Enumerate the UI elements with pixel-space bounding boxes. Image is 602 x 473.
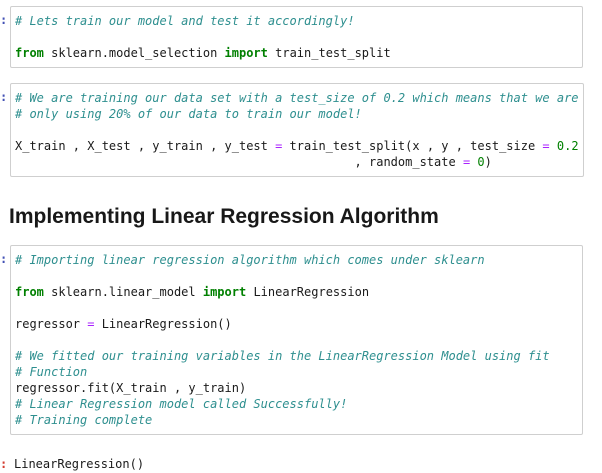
code-token: # We fitted our training variables in th… <box>15 349 550 363</box>
code-token: sklearn.linear_model <box>43 285 203 299</box>
code-token: import <box>202 285 247 299</box>
code-token: regressor.fit(X_train , y_train) <box>15 381 247 395</box>
code-token: 0.2 <box>556 139 579 153</box>
cell-output-text: LinearRegression() <box>14 457 145 471</box>
code-token: 0 <box>477 155 485 169</box>
code-cell-row: : # We are training our data set with a … <box>0 83 584 177</box>
code-token: ) <box>484 155 492 169</box>
code-token: # Linear Regression model called Success… <box>15 397 348 411</box>
code-editor[interactable]: # Importing linear regression algorithm … <box>15 252 578 428</box>
code-token: import <box>224 46 268 60</box>
code-cell-input[interactable]: # Importing linear regression algorithm … <box>10 245 583 435</box>
cell-output-row: : LinearRegression() <box>0 450 583 472</box>
markdown-heading: Implementing Linear Regression Algorithm <box>9 205 439 228</box>
code-token: train_test_split <box>267 46 391 60</box>
code-token: regressor <box>15 317 88 331</box>
code-token: train_test_split(x , y , test_size <box>282 139 543 153</box>
code-token: # Training complete <box>15 413 153 427</box>
output-prompt: : <box>0 457 8 471</box>
code-cell-input[interactable]: # We are training our data set with a te… <box>10 83 584 177</box>
code-token: # Importing linear regression algorithm … <box>15 253 485 267</box>
code-token: LinearRegression <box>246 285 370 299</box>
code-cell-row: : # Importing linear regression algorith… <box>0 245 583 435</box>
code-token: sklearn.model_selection <box>43 46 225 60</box>
code-cell-row: : # Lets train our model and test it acc… <box>0 6 583 68</box>
code-token: X_train , X_test , y_train , y_test <box>15 139 276 153</box>
code-token: from <box>15 285 44 299</box>
code-editor[interactable]: # Lets train our model and test it accor… <box>15 13 578 61</box>
code-token: LinearRegression() <box>94 317 232 331</box>
code-token: = <box>87 317 95 331</box>
input-prompt: : <box>0 252 8 266</box>
code-token: from <box>15 46 44 60</box>
code-token: # Function <box>15 365 88 379</box>
code-token: , random_state <box>15 155 463 169</box>
code-token: = <box>542 139 550 153</box>
code-editor[interactable]: # We are training our data set with a te… <box>15 90 579 170</box>
code-token: # Lets train our model and test it accor… <box>15 14 355 28</box>
input-prompt: : <box>0 13 8 27</box>
code-token: # only using 20% of our data to train ou… <box>15 107 362 121</box>
code-cell-input[interactable]: # Lets train our model and test it accor… <box>10 6 583 68</box>
input-prompt: : <box>0 90 8 104</box>
code-token: # We are training our data set with a te… <box>15 91 579 105</box>
code-token: = <box>275 139 283 153</box>
code-token: = <box>462 155 471 169</box>
code-token <box>550 139 557 153</box>
